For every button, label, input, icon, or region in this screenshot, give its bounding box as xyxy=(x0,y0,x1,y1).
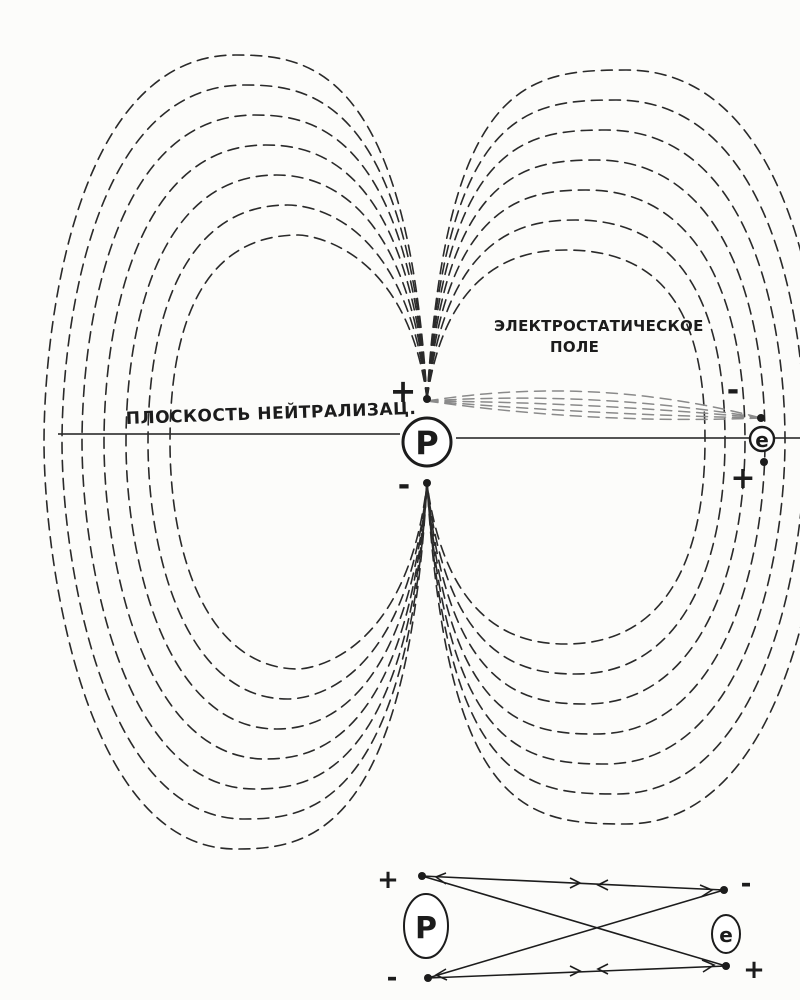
left-field-line xyxy=(103,144,428,760)
inset-arrow-top-right xyxy=(699,884,714,898)
inset-arrow-top-left xyxy=(434,872,447,885)
inset-minus-right: - xyxy=(741,869,752,899)
inset-arrow-bottom-mid1 xyxy=(569,965,582,977)
field-label-line1: ЭЛЕКТРОСТАТИЧЕСКОЕ xyxy=(494,317,704,335)
electrostatic-field-lines xyxy=(426,390,762,421)
left-field-line xyxy=(147,204,428,700)
inset-electron-top-pole xyxy=(720,886,728,894)
inset-arrow-bottom-right xyxy=(701,959,716,973)
inset-electron-bottom-pole xyxy=(722,962,730,970)
proton-plus-sign: + xyxy=(390,372,417,410)
left-field-line xyxy=(61,84,428,820)
electron-plus-sign: + xyxy=(730,461,755,496)
proton-minus-sign: - xyxy=(398,468,410,503)
proton-bottom-pole xyxy=(423,479,431,487)
inset-proton-letter: P xyxy=(415,911,437,946)
inset-electron-letter: e xyxy=(719,923,733,947)
inset-plus-right: + xyxy=(743,955,765,985)
electrostatic-field-line xyxy=(426,400,762,419)
left-field-line xyxy=(169,234,428,670)
electrostatic-field-line xyxy=(426,400,762,419)
inset-proton-circle xyxy=(403,893,449,959)
electrostatic-field-line xyxy=(426,400,762,421)
inset-minus-left: - xyxy=(387,963,398,993)
electron-letter: e xyxy=(755,428,769,452)
inset-arrow-top-mid1 xyxy=(569,877,582,889)
proton-circle xyxy=(401,416,453,468)
inset-arrow-bottom-mid2 xyxy=(596,963,609,975)
inset-plus-left: + xyxy=(377,865,399,895)
proton-letter: P xyxy=(415,424,438,462)
left-field-line xyxy=(125,174,428,730)
right-field-line xyxy=(426,129,786,765)
right-field-line xyxy=(426,249,706,645)
inset-diagonal-2 xyxy=(427,889,725,979)
right-field-line xyxy=(426,99,800,795)
electrostatic-field-line xyxy=(426,390,762,419)
inset-top-line xyxy=(421,875,725,891)
left-field-lobes xyxy=(43,54,428,850)
plane-label: ПЛОСКОСТЬ НЕЙТРАЛИЗАЦ. xyxy=(125,397,416,429)
field-label-line2: ПОЛЕ xyxy=(550,338,599,356)
right-field-line xyxy=(426,219,726,675)
left-field-line xyxy=(81,114,428,790)
inset-arrow-top-mid2 xyxy=(596,879,609,891)
right-field-line xyxy=(426,159,766,735)
inset-diagonal-1 xyxy=(421,875,727,967)
inset-diagram: P e + - - + xyxy=(377,865,765,993)
electron-circle xyxy=(748,425,776,453)
electron-bottom-pole xyxy=(760,458,768,466)
electrostatic-field-line xyxy=(426,397,762,419)
right-field-lobes xyxy=(426,69,800,825)
proton-top-pole xyxy=(423,395,431,403)
inset-proton-bottom-pole xyxy=(424,974,432,982)
inset-electron-circle xyxy=(711,914,741,954)
electron-minus-sign: - xyxy=(727,373,739,408)
electron-top-pole xyxy=(757,414,765,422)
inset-proton-top-pole xyxy=(418,872,426,880)
right-field-line xyxy=(426,189,746,705)
right-field-line xyxy=(426,69,800,825)
inset-arrow-bottom-left xyxy=(434,968,448,981)
left-field-line xyxy=(43,54,428,850)
